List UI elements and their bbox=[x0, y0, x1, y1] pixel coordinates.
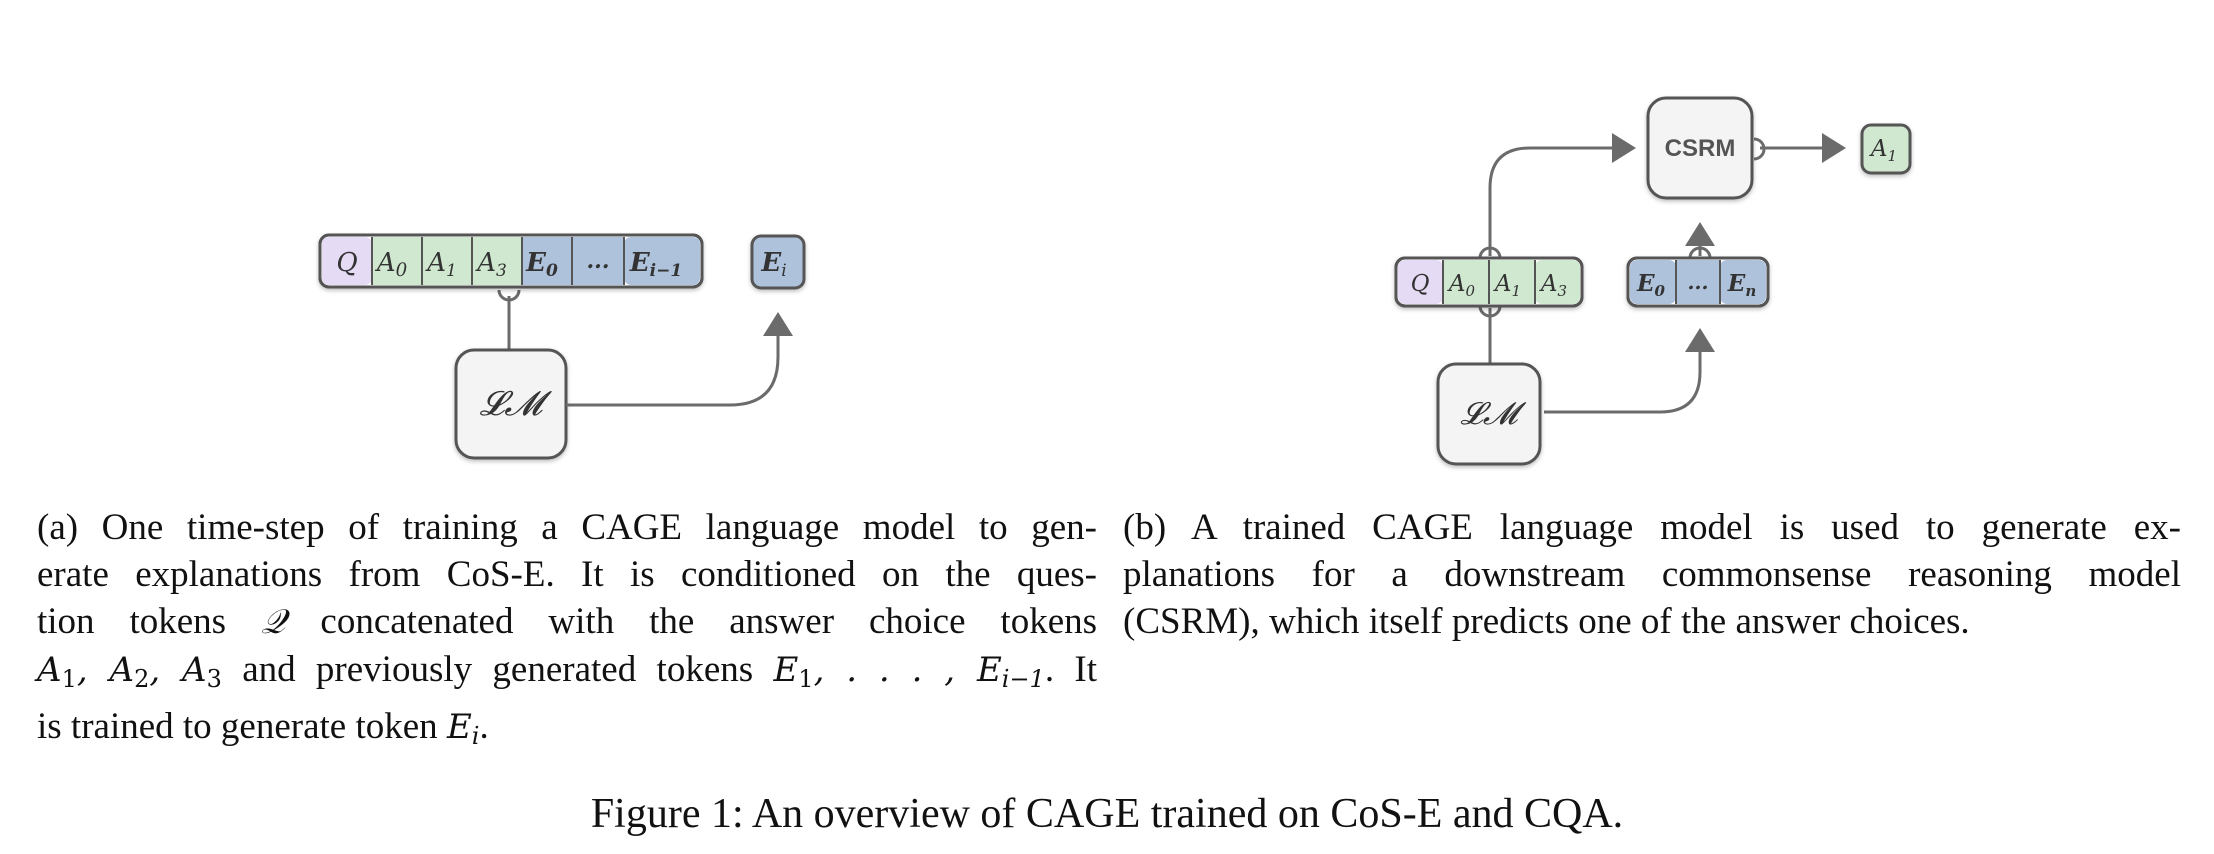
token-q bbox=[322, 237, 372, 285]
token-a0-b-label: A bbox=[1447, 271, 1466, 297]
token-a3-b-sub: 3 bbox=[1558, 282, 1568, 300]
svg-text:Ei: Ei bbox=[760, 248, 786, 281]
svg-text:A3: A3 bbox=[475, 248, 507, 281]
svg-text:A0: A0 bbox=[1447, 271, 1476, 300]
figure-title: Figure 1: An overview of CAGE trained on… bbox=[590, 791, 1624, 837]
csrm-box bbox=[1646, 96, 1754, 200]
token-ei-1-sub: i−1 bbox=[650, 261, 683, 281]
token-a1-b bbox=[1489, 260, 1535, 304]
output-token-a1-sub: 1 bbox=[1888, 147, 1898, 165]
token-q-label: Q bbox=[336, 248, 357, 278]
diagram-a: Q A0 A1 A3 E0 ... Ei−1 Ei 𝓛𝓜 bbox=[318, 233, 806, 460]
token-a3-b-label: A bbox=[1539, 271, 1558, 297]
output-token-a1-label: A bbox=[1869, 136, 1888, 162]
lm-input-hook bbox=[497, 289, 521, 302]
output-token-a1 bbox=[1860, 123, 1912, 175]
token-e0-sub: 0 bbox=[546, 261, 558, 281]
lm-box-b bbox=[1436, 362, 1542, 466]
token-en-b-label: E bbox=[1727, 270, 1746, 297]
diagram-b: Q A0 A1 A3 E0 ... En CSRM A1 𝓛𝓜 bbox=[1394, 96, 1912, 466]
token-a3-b bbox=[1535, 260, 1580, 304]
csrm-label: CSRM bbox=[1665, 135, 1736, 162]
token-a3 bbox=[472, 237, 522, 285]
token-ellipsis-label: ... bbox=[587, 248, 610, 274]
token-en-b bbox=[1720, 260, 1766, 304]
token-a0-b-sub: 0 bbox=[1466, 282, 1476, 300]
caption-b: (b) A trained CAGE language model is use… bbox=[1123, 504, 2181, 645]
token-a0-b bbox=[1443, 260, 1489, 304]
token-ei-1-label: E bbox=[629, 248, 651, 278]
token-a3-sub: 3 bbox=[496, 261, 507, 281]
svg-text:E0: E0 bbox=[525, 248, 558, 281]
token-e0-b-sub: 0 bbox=[1655, 282, 1666, 300]
caption-a-line5: is trained to generate token Ei. bbox=[37, 706, 489, 750]
lm-to-explanation-arrow bbox=[1544, 328, 1715, 414]
token-a0 bbox=[372, 237, 422, 285]
caption-b-line3: (CSRM), which itself predicts one of the… bbox=[1123, 601, 1970, 642]
token-ellipsis-b-label: ... bbox=[1688, 270, 1709, 294]
token-a1-b-label: A bbox=[1493, 271, 1512, 297]
token-dividers-a bbox=[371, 237, 625, 285]
token-a1-sub: 1 bbox=[446, 261, 457, 281]
token-e0 bbox=[522, 237, 572, 285]
caption-a-line3: tion tokens 𝒬 concatenated with the answ… bbox=[37, 598, 1097, 646]
question-hook-top bbox=[1478, 246, 1502, 259]
token-a1-b-sub: 1 bbox=[1512, 282, 1522, 300]
svg-text:Ei−1: Ei−1 bbox=[629, 248, 682, 281]
token-ellipsis bbox=[572, 237, 624, 285]
caption-a-line4-post: and previously generated tokens bbox=[242, 649, 754, 690]
token-e0-b-label: E bbox=[1636, 270, 1655, 297]
token-e0-label: E bbox=[525, 248, 547, 278]
token-ei-1 bbox=[624, 237, 700, 285]
token-a0-label: A bbox=[375, 248, 396, 278]
caption-a-line4-end: . It bbox=[1044, 649, 1097, 690]
svg-text:A1: A1 bbox=[425, 248, 457, 281]
caption-a-line5-end: . bbox=[479, 706, 489, 747]
caption-b-line1: (b) A trained CAGE language model is use… bbox=[1123, 507, 2181, 548]
token-a1-label: A bbox=[425, 248, 446, 278]
caption-a-line4: A1, A2, A3 and previously generated toke… bbox=[37, 649, 1097, 693]
explanation-hook-top bbox=[1688, 246, 1712, 259]
token-a0-sub: 0 bbox=[396, 260, 408, 281]
question-to-csrm-arrow bbox=[1488, 133, 1636, 256]
caption-b-line2: planations for a downstream commonsense … bbox=[1123, 554, 2181, 595]
svg-text:A3: A3 bbox=[1539, 271, 1567, 300]
caption-a-line3-post: concatenated with the answer choice toke… bbox=[320, 601, 1098, 642]
token-en-b-sub: n bbox=[1745, 282, 1756, 300]
token-a3-label: A bbox=[475, 248, 496, 278]
svg-text:E0: E0 bbox=[1636, 270, 1666, 300]
caption-a: (a) One time-step of training a CAGE lan… bbox=[37, 504, 1097, 760]
lm-question-hook-bottom bbox=[1478, 305, 1502, 318]
lm-label-b: 𝓛𝓜 bbox=[1460, 396, 1527, 432]
output-token-ei bbox=[750, 234, 806, 290]
output-token-ei-sub: i bbox=[781, 261, 786, 281]
caption-a-line2: erate explanations from CoS-E. It is con… bbox=[37, 554, 1097, 595]
caption-a-line1: (a) One time-step of training a CAGE lan… bbox=[37, 507, 1097, 548]
caption-a-line3-pre: tion tokens bbox=[37, 601, 227, 642]
svg-text:A0: A0 bbox=[375, 248, 407, 281]
token-a1 bbox=[422, 237, 472, 285]
lm-label-a: 𝓛𝓜 bbox=[480, 384, 553, 424]
token-e0-b bbox=[1630, 260, 1676, 304]
token-dividers-b2 bbox=[1675, 260, 1721, 304]
lm-to-output-arrow bbox=[566, 312, 793, 407]
token-q-b bbox=[1398, 260, 1443, 304]
svg-text:En: En bbox=[1727, 270, 1756, 300]
svg-text:A1: A1 bbox=[1869, 136, 1897, 165]
output-token-ei-label: E bbox=[760, 248, 782, 278]
caption-a-q-symbol: 𝒬 bbox=[261, 602, 286, 642]
svg-text:A1: A1 bbox=[1493, 271, 1521, 300]
token-q-b-label: Q bbox=[1411, 271, 1430, 297]
cage-diagram: Q A0 A1 A3 E0 ... Ei−1 Ei 𝓛𝓜 bbox=[318, 96, 1912, 466]
token-ellipsis-b bbox=[1676, 260, 1720, 304]
token-dividers-b bbox=[1442, 260, 1536, 304]
csrm-output-hook bbox=[1753, 137, 1766, 161]
caption-a-line5-pre: is trained to generate token bbox=[37, 706, 438, 747]
